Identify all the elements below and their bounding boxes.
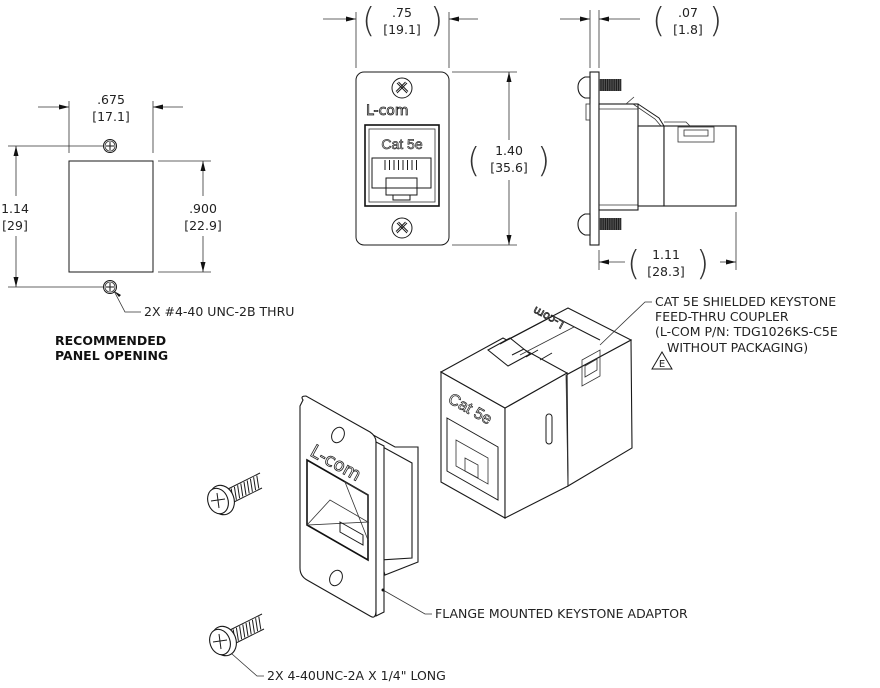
panel-opening-rect <box>68 160 154 273</box>
coupler-top-face <box>439 337 569 409</box>
side-flange <box>589 71 600 246</box>
panel-width-in: .675 <box>97 92 125 107</box>
side-screw-thread-bottom <box>599 218 622 230</box>
coupler-callout-line-4: WITHOUT PACKAGING) <box>667 340 808 355</box>
side-screw-head-top <box>577 76 591 99</box>
panel-height-in: .900 <box>189 201 217 216</box>
paren-left: ( <box>362 1 375 41</box>
adaptor-flange <box>299 395 377 618</box>
rj45-port-icon <box>371 157 432 201</box>
paren-left: ( <box>627 244 640 284</box>
side-screw-thread-top <box>599 79 622 91</box>
hole-spacing-mm: [29] <box>2 218 28 233</box>
front-screw-bottom-icon <box>391 217 413 239</box>
depth-mm: [28.3] <box>647 264 685 279</box>
hole-spacing-in: 1.14 <box>1 201 29 216</box>
panel-width-mm: [17.1] <box>92 109 130 124</box>
revision-marker: E <box>659 359 665 370</box>
front-height-in: 1.40 <box>495 143 523 158</box>
side-screw-head-bottom <box>577 213 591 236</box>
paren-left: ( <box>467 141 480 181</box>
side-view: ( ) .07 [1.8] ( ) 1.11 [28.3] <box>560 1 737 284</box>
front-view: L-com Cat 5e ( ) .75 [19.1] ( ) 1.40 [3 <box>323 1 550 246</box>
mount-hole-bottom <box>103 280 117 294</box>
flange-adaptor-iso: L-com <box>299 395 419 618</box>
screw-callout: 2X 4-40UNC-2A X 1/4" LONG <box>267 668 446 683</box>
adaptor-callout: FLANGE MOUNTED KEYSTONE ADAPTOR <box>435 606 688 621</box>
front-width-mm: [19.1] <box>383 22 421 37</box>
panel-height-mm: [22.9] <box>184 218 222 233</box>
coupler-callout-line-3: (L-COM P/N: TDG1026KS-C5E <box>655 324 838 339</box>
mount-hole-top <box>103 139 117 153</box>
hole-callout: 2X #4-40 UNC-2B THRU <box>144 304 294 319</box>
screw-upper-icon <box>207 472 263 516</box>
panel-opening-title-1: RECOMMENDED <box>55 333 166 348</box>
flange-thickness-in: .07 <box>678 5 698 20</box>
keystone-coupler-iso: L-com Cat 5e <box>439 303 633 519</box>
coupler-callout-line-2: FEED-THRU COUPLER <box>655 309 789 324</box>
front-jack-opening <box>364 124 440 207</box>
paren-right: ) <box>696 244 709 284</box>
paren-right: ) <box>709 1 722 41</box>
flange-thickness-mm: [1.8] <box>673 22 703 37</box>
front-screw-top-icon <box>391 77 413 99</box>
side-coupler-rear <box>663 125 737 207</box>
side-adaptor-body <box>598 103 639 211</box>
panel-opening-view: .675 [17.1] 1.14 [29] .900 [22.9] <box>1 92 294 363</box>
front-width-in: .75 <box>392 5 412 20</box>
coupler-callout-line-1: CAT 5E SHIELDED KEYSTONE <box>655 294 836 309</box>
front-jack-label: Cat 5e <box>381 136 422 152</box>
front-height-mm: [35.6] <box>490 160 528 175</box>
screw-lower-icon <box>209 613 265 657</box>
side-coupler-body <box>637 125 665 207</box>
depth-in: 1.11 <box>652 247 680 262</box>
paren-right: ) <box>537 141 550 181</box>
panel-opening-title-2: PANEL OPENING <box>55 348 168 363</box>
revision-triangle-icon: E <box>651 351 673 370</box>
front-flange <box>355 71 450 246</box>
front-logo: L-com <box>366 103 409 119</box>
paren-left: ( <box>652 1 665 41</box>
paren-right: ) <box>430 1 443 41</box>
